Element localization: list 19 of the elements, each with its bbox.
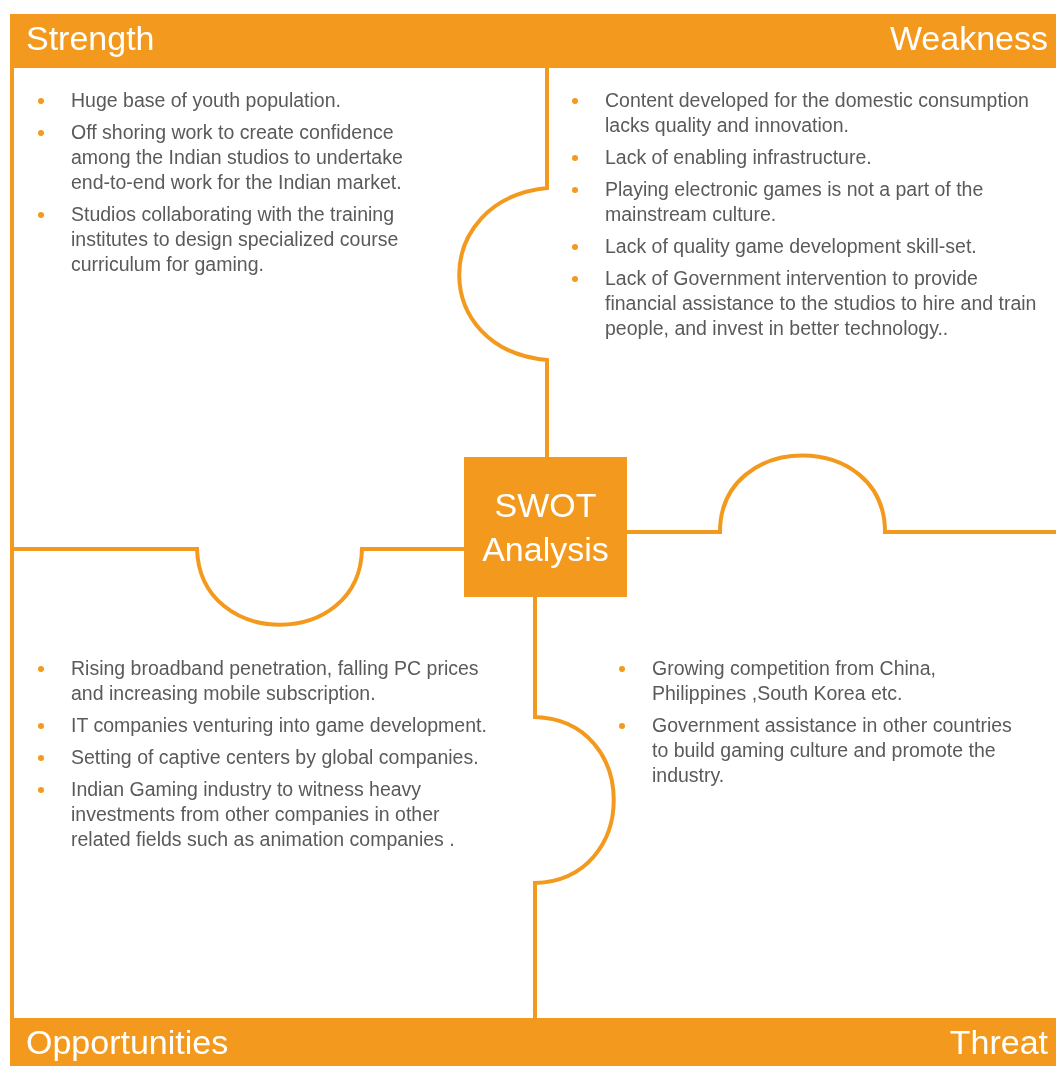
bullet-text: Growing competition from China, Philippines ,South Korea etc. [652,657,936,704]
bullet-text: Playing electronic games is not a part of the mainstream culture. [605,178,984,225]
bullet-text: Lack of Government intervention to provide financial assistance to the studios to hire and train people, and invest in better technology.. [605,267,1037,339]
bullet-text: Government assistance in other countries to build gaming culture and promote the industry. [652,714,1012,786]
bullet-text: Setting of captive centers by global companies. [71,746,479,768]
center-box: SWOT Analysis [464,457,627,597]
bullet-text: Lack of quality game development skill-set. [605,235,977,257]
bullet-text: Studios collaborating with the training institutes to design specialized course curriculum for gaming. [71,203,399,275]
quadrant-heading: Threat [949,1022,1048,1062]
bullet-text: Rising broadband penetration, falling PC prices and increasing mobile subscription. [71,657,479,704]
quadrant-heading: Opportunities [26,1022,229,1062]
bullet-text: Off shoring work to create confidence among the Indian studios to undertake end-to-end work for the Indian market. [71,121,403,193]
bullet-text: Content developed for the domestic consumption lacks quality and innovation. [605,89,1029,136]
bullet-text: Lack of enabling infrastructure. [605,146,872,168]
bullet-text: Huge base of youth population. [71,89,341,111]
bullet-text: Indian Gaming industry to witness heavy investments from other companies in other related fields such as animation companies . [71,778,455,850]
quadrant-heading: Weakness [889,18,1048,58]
quadrant-heading: Strength [26,18,155,58]
bullet-text: IT companies venturing into game development. [71,714,487,736]
